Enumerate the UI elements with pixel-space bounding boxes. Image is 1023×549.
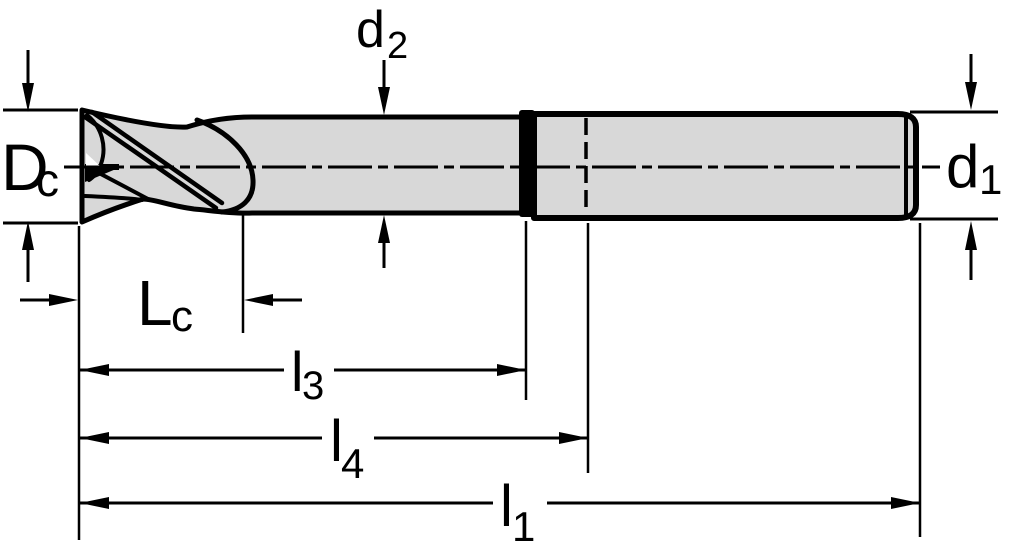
tool-silhouette	[64, 107, 940, 225]
d1-arrow-up-head	[965, 221, 977, 250]
d2-arrow-down-head	[378, 87, 390, 115]
label-d1-sub: 1	[979, 156, 1002, 203]
dimension-d2: d 2	[356, 1, 408, 268]
label-d2-sub: 2	[387, 25, 408, 67]
label-l3-sub: 3	[302, 364, 324, 408]
l4-arrow-left-head	[80, 432, 109, 444]
lower-flute-line-2	[95, 170, 150, 201]
helix-edge-line-2	[89, 109, 225, 206]
label-l1-main: l	[500, 474, 513, 539]
label-l4-main: l	[330, 409, 343, 474]
l1-arrow-right-head	[891, 497, 920, 509]
dimension-d1: d 1	[910, 54, 1002, 280]
label-d2-main: d	[356, 1, 385, 59]
label-l4-sub: 4	[341, 440, 364, 487]
extension-lines	[77, 214, 922, 540]
l3-arrow-left-head	[80, 364, 109, 376]
tip-center-wedge	[85, 169, 116, 182]
Lc-arrow-left-head	[49, 294, 78, 306]
Lc-arrow-right-head	[244, 294, 273, 306]
Dc-arrow-up-head	[22, 221, 34, 250]
dimension-l3: l 3	[80, 340, 526, 408]
dimension-Lc: L c	[20, 267, 302, 341]
label-d1-main: d	[946, 133, 979, 200]
dimension-Dc: D c	[1, 50, 78, 282]
d2-arrow-up-head	[378, 215, 390, 243]
lower-flute-line-1	[83, 194, 144, 202]
dimension-l4: l 4	[80, 409, 588, 487]
Dc-arrow-down-head	[22, 83, 34, 112]
label-Lc-sub: c	[171, 292, 193, 341]
helix-edge-line-1	[82, 114, 219, 211]
tip-center-notch	[86, 153, 100, 167]
label-l1-sub: 1	[512, 503, 535, 549]
label-l3-main: l	[291, 340, 303, 403]
label-Dc-sub: c	[36, 154, 59, 206]
label-Dc-main: D	[1, 130, 49, 204]
label-Lc-main: L	[137, 267, 173, 339]
dimension-l1: l 1	[80, 474, 920, 549]
d1-arrow-down-head	[965, 82, 977, 110]
l4-arrow-right-head	[559, 432, 588, 444]
l1-arrow-left-head	[80, 497, 109, 509]
flute-runout-curve	[194, 117, 256, 215]
l3-arrow-right-head	[497, 364, 526, 376]
